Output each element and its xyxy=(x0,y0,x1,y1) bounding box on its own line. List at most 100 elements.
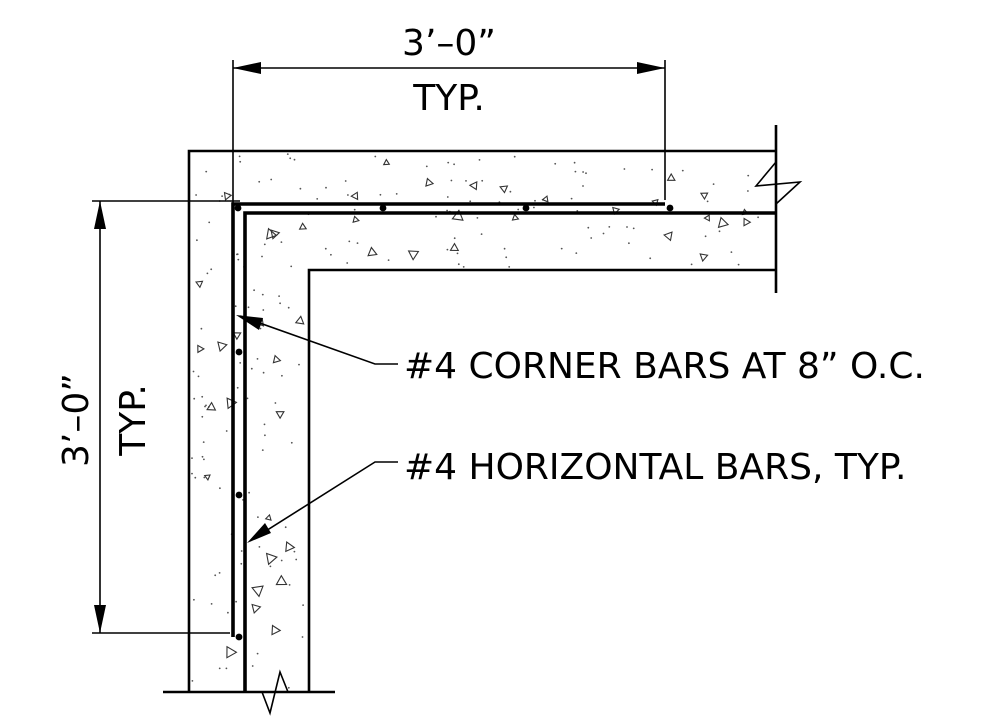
concrete-speck xyxy=(193,598,195,601)
concrete-speck xyxy=(201,455,204,458)
concrete-speck xyxy=(747,190,749,192)
concrete-speck xyxy=(353,208,356,211)
concrete-speck xyxy=(533,206,535,209)
concrete-aggregate xyxy=(264,513,272,521)
concrete-speck xyxy=(191,457,193,459)
concrete-speck xyxy=(195,194,198,196)
concrete-aggregate xyxy=(717,216,730,229)
bar-section-dot xyxy=(379,204,387,212)
concrete-aggregate xyxy=(352,215,360,223)
concrete-speck xyxy=(262,309,265,311)
concrete-speck xyxy=(481,179,484,182)
concrete-speck xyxy=(191,472,193,475)
horizontal-bar-inner-face xyxy=(243,211,776,692)
concrete-aggregate xyxy=(699,192,709,201)
concrete-aggregate xyxy=(367,246,378,257)
concrete-speck xyxy=(478,159,481,161)
concrete-aggregate xyxy=(206,401,217,411)
concrete-aggregate xyxy=(468,180,478,191)
concrete-speck xyxy=(316,198,319,200)
concrete-speck xyxy=(278,295,280,297)
concrete-aggregate xyxy=(294,315,305,325)
concrete-speck xyxy=(347,194,349,196)
concrete-speck xyxy=(204,405,206,408)
concrete-speck xyxy=(706,200,709,203)
concrete-speck xyxy=(325,186,327,189)
concrete-speck xyxy=(469,200,472,203)
concrete-speck xyxy=(288,584,291,586)
concrete-speck xyxy=(225,667,228,670)
concrete-aggregate xyxy=(275,574,288,586)
arrowhead-right xyxy=(637,62,665,74)
concrete-speck xyxy=(269,565,272,568)
concrete-speck xyxy=(435,215,437,218)
corner-bars-callout: #4 CORNER BARS AT 8” O.C. xyxy=(404,346,925,387)
concrete-speck xyxy=(649,257,652,260)
concrete-speck xyxy=(261,255,263,258)
concrete-speck xyxy=(560,247,563,250)
concrete-speck xyxy=(286,153,289,156)
concrete-speck xyxy=(575,252,578,255)
concrete-aggregate xyxy=(449,242,460,252)
concrete-speck xyxy=(210,268,213,271)
concrete-aggregate xyxy=(285,540,296,553)
concrete-speck xyxy=(450,179,453,182)
concrete-aggregate xyxy=(271,624,282,636)
concrete-speck xyxy=(201,415,204,418)
concrete-aggregate xyxy=(203,474,211,481)
concrete-speck xyxy=(453,237,456,240)
concrete-speck xyxy=(574,170,577,173)
concrete-speck xyxy=(262,371,265,374)
concrete-speck xyxy=(263,243,266,246)
vertical-dimension-value: 3’–0” xyxy=(56,373,97,467)
concrete-aggregate xyxy=(699,253,709,263)
concrete-speck xyxy=(239,160,242,163)
concrete-aggregate xyxy=(251,585,264,598)
concrete-aggregate xyxy=(298,222,308,230)
concrete-speck xyxy=(281,374,283,377)
concrete-speck xyxy=(590,237,593,239)
concrete-aggregate xyxy=(197,344,205,354)
side-wall-break-symbol xyxy=(261,669,289,716)
concrete-speck xyxy=(465,180,467,182)
concrete-speck xyxy=(261,293,264,296)
concrete-speck xyxy=(456,252,459,255)
arrowhead-top xyxy=(94,201,106,229)
concrete-speck xyxy=(573,161,576,164)
concrete-speck xyxy=(284,526,287,529)
concrete-speck xyxy=(302,604,304,606)
concrete-speck xyxy=(205,170,208,173)
concrete-speck xyxy=(263,423,266,426)
concrete-speck xyxy=(602,232,605,235)
concrete-speck xyxy=(554,162,557,165)
concrete-speck xyxy=(374,155,377,158)
top-wall-break-symbol xyxy=(754,161,803,205)
concrete-speck xyxy=(256,652,259,655)
concrete-speck xyxy=(248,491,251,494)
concrete-speck xyxy=(628,242,630,245)
concrete-speck xyxy=(246,397,249,400)
leaders xyxy=(236,315,398,543)
concrete-speck xyxy=(236,386,239,389)
concrete-speck xyxy=(193,397,196,400)
inner-wall-face xyxy=(307,268,776,692)
concrete-speck xyxy=(608,226,611,228)
horizontal-bars-leader xyxy=(249,461,398,542)
concrete-speck xyxy=(194,476,197,479)
concrete-speck xyxy=(256,358,259,360)
concrete-speck xyxy=(234,305,237,308)
concrete-speck xyxy=(651,168,653,171)
concrete-speck xyxy=(570,197,573,200)
concrete-speck xyxy=(505,256,508,259)
concrete-speck xyxy=(219,487,221,490)
concrete-speck xyxy=(287,686,290,689)
concrete-speck xyxy=(258,546,261,548)
concrete-aggregate xyxy=(217,341,228,353)
concrete-speck xyxy=(287,306,290,309)
arrowhead-left xyxy=(233,62,261,74)
concrete-speck xyxy=(259,327,262,330)
concrete-aggregate xyxy=(663,231,673,242)
concrete-speck xyxy=(446,196,449,198)
concrete-aggregate xyxy=(407,250,420,261)
concrete-speck xyxy=(582,171,584,173)
